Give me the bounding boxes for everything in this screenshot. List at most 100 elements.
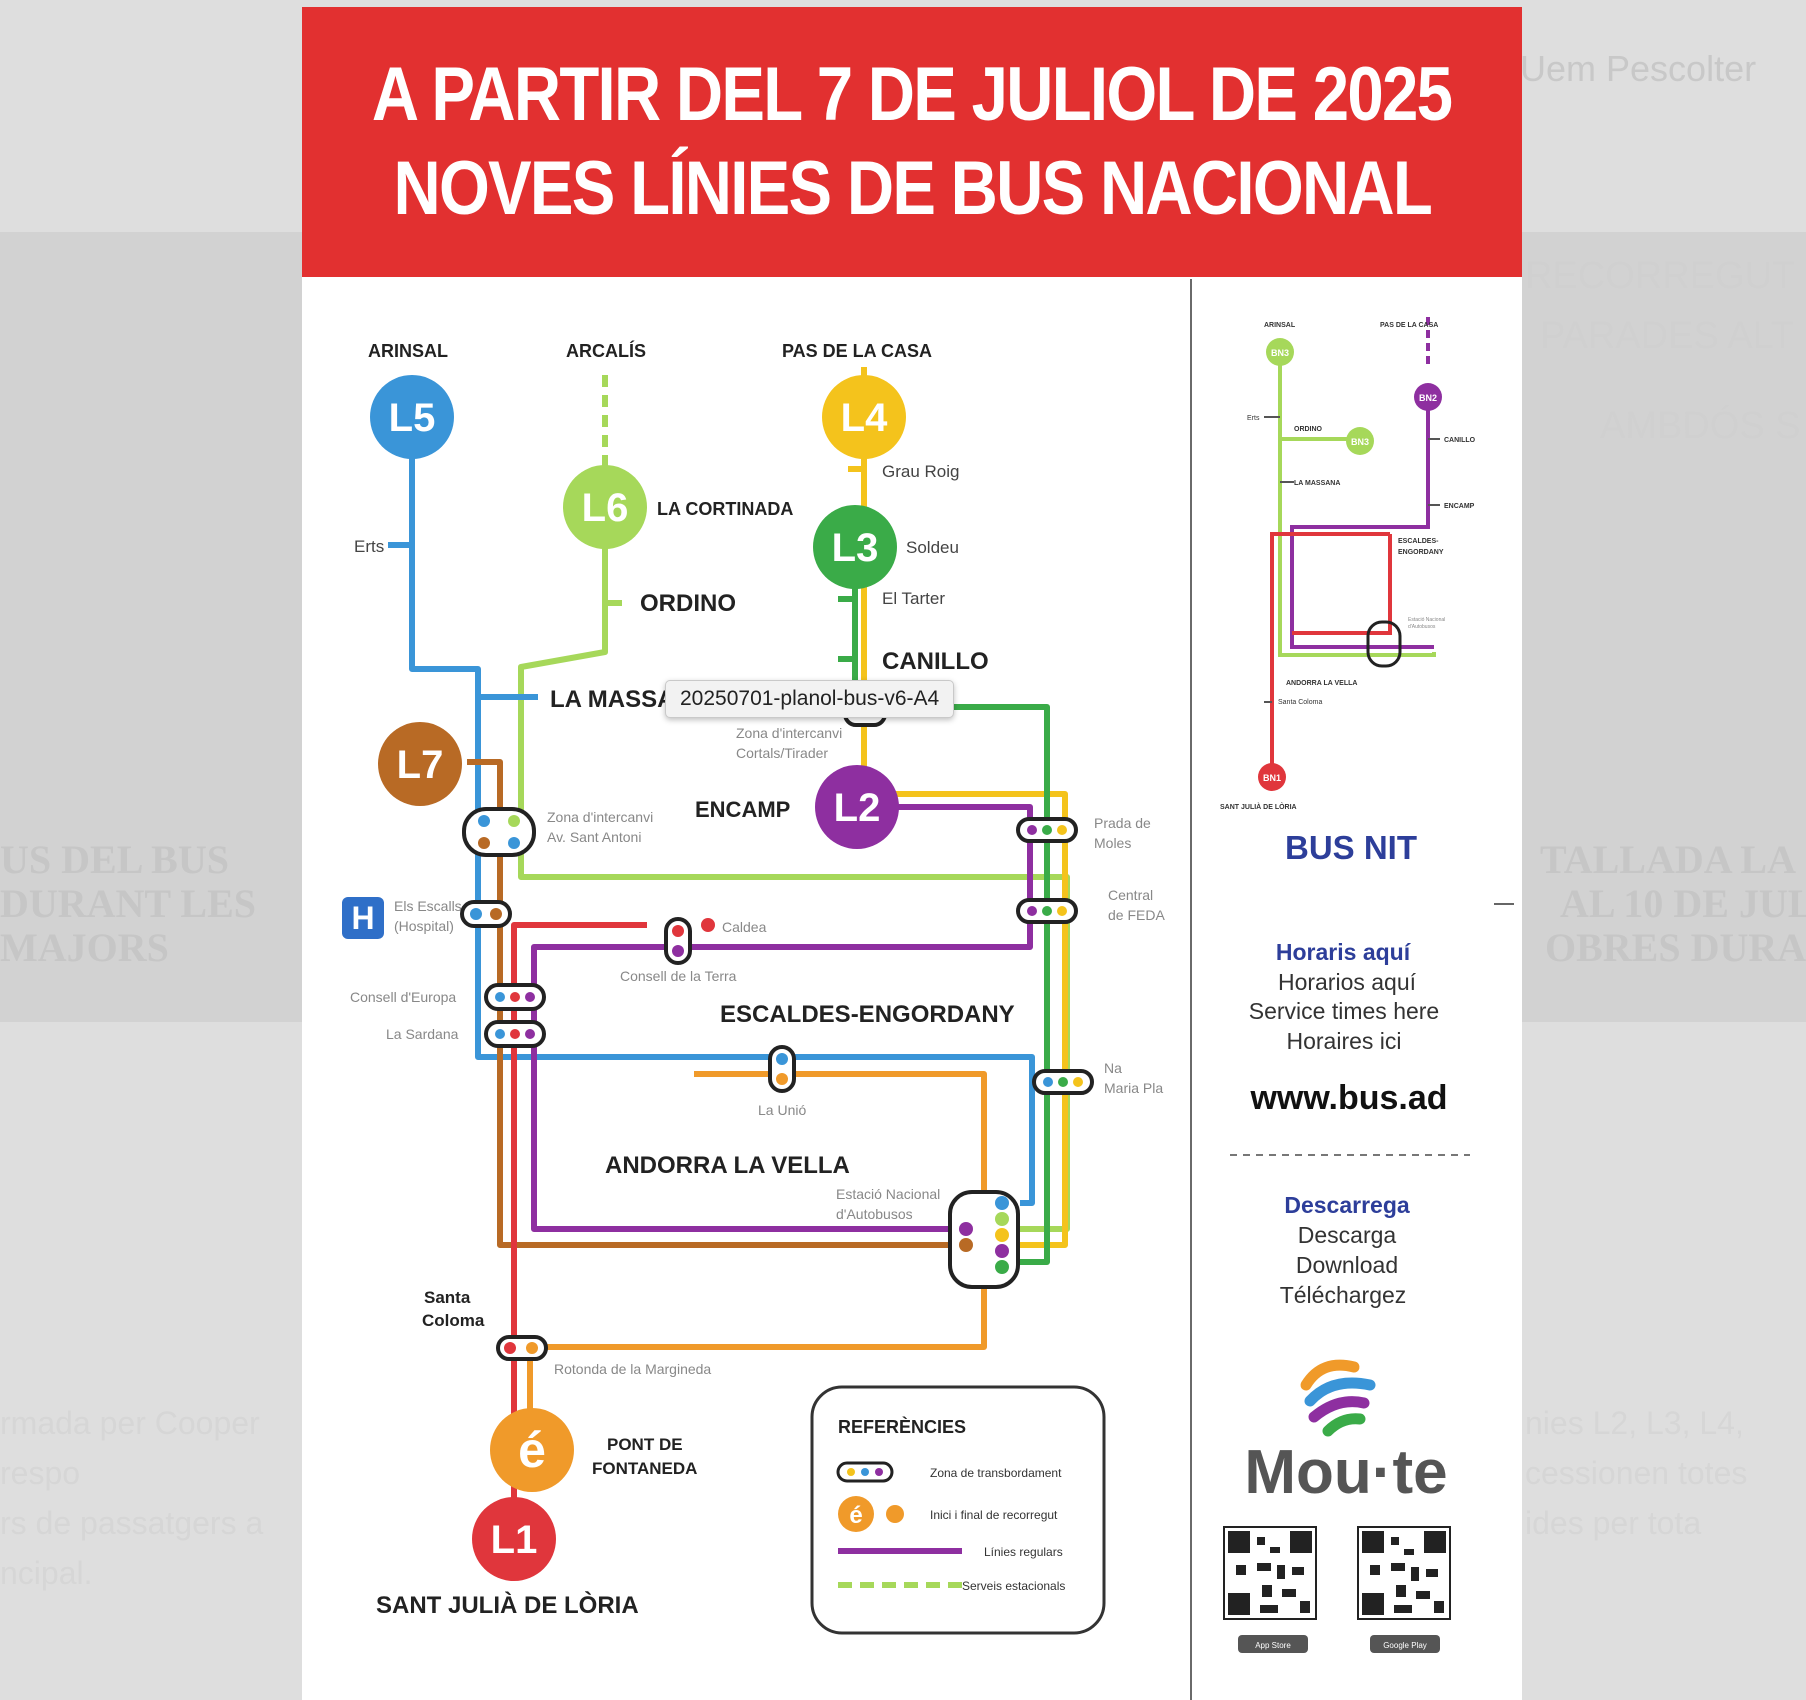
label-feda-1: Central — [1108, 887, 1153, 903]
transfer-zone-la-unio — [768, 1045, 796, 1093]
label-la-unio: La Unió — [758, 1102, 806, 1118]
label-consell-europa: Consell d'Europa — [350, 989, 456, 1005]
background-text: RECORREGUT — [1525, 255, 1796, 297]
transfer-zone-sant-antoni — [462, 807, 536, 857]
hospital-icon — [342, 897, 384, 939]
label-grau-roig: Grau Roig — [882, 462, 959, 481]
background-text: PARADES ALT — [1540, 315, 1795, 357]
legend-item-seasonal: Serveis estacionals — [962, 1579, 1065, 1593]
background-text: OBRES DURA — [1545, 925, 1806, 970]
bus-nit-badge-bn3[interactable] — [1346, 427, 1374, 455]
route-L1 — [511, 922, 647, 1527]
label-escalls-2: (Hospital) — [394, 918, 454, 934]
route-e — [514, 1071, 987, 1350]
legend: REFERÈNCIES Zona de transbordament é Ini… — [810, 1385, 1106, 1635]
label-pas-de-la-casa: PAS DE LA CASA — [782, 341, 932, 361]
background-text: US DEL BUS — [0, 837, 229, 882]
legend-item-transfer: Zona de transbordament — [930, 1466, 1062, 1480]
badge-L7-label: L7 — [397, 743, 444, 787]
label-estacio-2: d'Autobusos — [836, 1206, 913, 1222]
label-escaldes: ESCALDES-ENGORDANY — [720, 1001, 1015, 1028]
label-erts: Erts — [354, 537, 384, 556]
label-arcalis: ARCALÍS — [566, 340, 646, 361]
label-prada-1: Prada de — [1094, 815, 1151, 831]
label-andorra-la-vella: ANDORRA LA VELLA — [605, 1152, 850, 1179]
info-service: Service times here — [1249, 998, 1439, 1024]
line-badges — [370, 375, 906, 1581]
background-text: AMBDÓS S — [1600, 405, 1801, 447]
label-caldea: Caldea — [722, 919, 767, 935]
badge-L1-label: L1 — [491, 1518, 538, 1562]
image-filename-tooltip: 20250701-planol-bus-v6-A4 — [665, 680, 955, 718]
label-feda-2: de FEDA — [1108, 907, 1165, 923]
badge-L5-label: L5 — [389, 396, 436, 440]
bus-nit-erts: Erts — [1247, 415, 1260, 422]
bus-nit-bn2-label: BN2 — [1419, 393, 1437, 403]
badge-L3[interactable] — [813, 505, 897, 589]
panel-divider — [1190, 279, 1192, 1700]
badge-L2[interactable] — [815, 765, 899, 849]
badge-e[interactable] — [490, 1408, 574, 1492]
info-url[interactable]: www.bus.ad — [1249, 1079, 1447, 1117]
label-el-tarter: El Tarter — [882, 589, 945, 608]
label-na-maria-1: Na — [1104, 1060, 1122, 1076]
background-text: rs de passatgers a — [0, 1505, 264, 1541]
label-canillo: CANILLO — [882, 648, 989, 675]
route-L2 — [531, 804, 1033, 1232]
moute-logo-text: Mou·te — [1244, 1438, 1447, 1507]
badge-L6-label: L6 — [582, 486, 629, 530]
bus-nit-ordino: ORDINO — [1294, 426, 1323, 433]
info-descarrega: Descarrega — [1284, 1192, 1410, 1218]
label-la-sardana: La Sardana — [386, 1026, 459, 1042]
badge-L3-label: L3 — [832, 526, 879, 570]
label-encamp: ENCAMP — [695, 797, 790, 822]
badge-L2-label: L2 — [834, 786, 881, 830]
bus-nit-escaldes-2: ENGORDANY — [1398, 549, 1444, 556]
bus-nit-canillo: CANILLO — [1444, 437, 1476, 444]
bus-nit-badge-bn1[interactable] — [1258, 763, 1286, 791]
transfer-zone-escalls — [460, 900, 512, 928]
bus-nit-escaldes-1: ESCALDES- — [1398, 538, 1439, 545]
badge-L6[interactable] — [563, 465, 647, 549]
poster-banner: A PARTIR DEL 7 DE JULIOL DE 2025 NOVES L… — [302, 7, 1522, 277]
background-text: TALLADA LA — [1540, 837, 1796, 882]
label-santa-coloma-2: Coloma — [422, 1311, 485, 1330]
background-text: nies L2, L3, L4, — [1525, 1405, 1744, 1441]
google-play-badge[interactable] — [1370, 1635, 1440, 1653]
legend-item-terminus: Inici i final de recorregut — [930, 1508, 1058, 1522]
bus-nit-andorra: ANDORRA LA VELLA — [1286, 680, 1357, 687]
label-la-cortinada: LA CORTINADA — [657, 499, 793, 519]
bus-network-map: L5 L6 L4 L3 L2 L7 é L1 H ARINSAL ARCALÍS… — [342, 317, 1514, 1653]
label-zona-sant-antoni-1: Zona d'intercanvi — [547, 809, 653, 825]
background-text: ides per tota — [1525, 1505, 1702, 1541]
bus-nit-estacio-2: d'Autobusos — [1408, 624, 1436, 630]
bus-nit-bn3-label-top: BN3 — [1271, 348, 1289, 358]
bus-network-poster[interactable]: A PARTIR DEL 7 DE JULIOL DE 2025 NOVES L… — [302, 7, 1522, 1700]
bus-nit-badge-bn2[interactable] — [1414, 383, 1442, 411]
qr-code-app-store[interactable] — [1223, 1526, 1317, 1620]
label-arinsal: ARINSAL — [368, 341, 448, 361]
bus-nit-santa-coloma: Santa Coloma — [1278, 699, 1322, 706]
info-download: Download — [1296, 1252, 1398, 1278]
legend-terminus-badge — [838, 1496, 874, 1532]
legend-title: REFERÈNCIES — [838, 1416, 966, 1437]
background-text: rmada per Cooper — [0, 1405, 260, 1441]
badge-L7[interactable] — [378, 722, 462, 806]
app-store-badge[interactable] — [1238, 1635, 1308, 1653]
qr-code-google-play[interactable] — [1357, 1526, 1451, 1620]
badge-L5[interactable] — [370, 375, 454, 459]
info-descarga: Descarga — [1298, 1222, 1397, 1248]
label-ordino: ORDINO — [640, 590, 736, 617]
badge-L1[interactable] — [472, 1497, 556, 1581]
bus-nit-title: BUS NIT — [1285, 829, 1417, 866]
label-escalls-1: Els Escalls — [394, 898, 462, 914]
background-text: ncipal. — [0, 1555, 93, 1591]
badge-L4[interactable] — [822, 375, 906, 459]
badge-L4-label: L4 — [841, 396, 888, 440]
background-text: cessionen totes — [1525, 1455, 1748, 1491]
route-L3 — [852, 547, 1050, 1265]
moute-logo-icon — [1300, 1359, 1376, 1437]
info-horaris: Horaris aquí — [1276, 939, 1412, 965]
bus-nit-encamp: ENCAMP — [1444, 503, 1475, 510]
bus-nit-badge-bn3-top[interactable] — [1266, 338, 1294, 366]
